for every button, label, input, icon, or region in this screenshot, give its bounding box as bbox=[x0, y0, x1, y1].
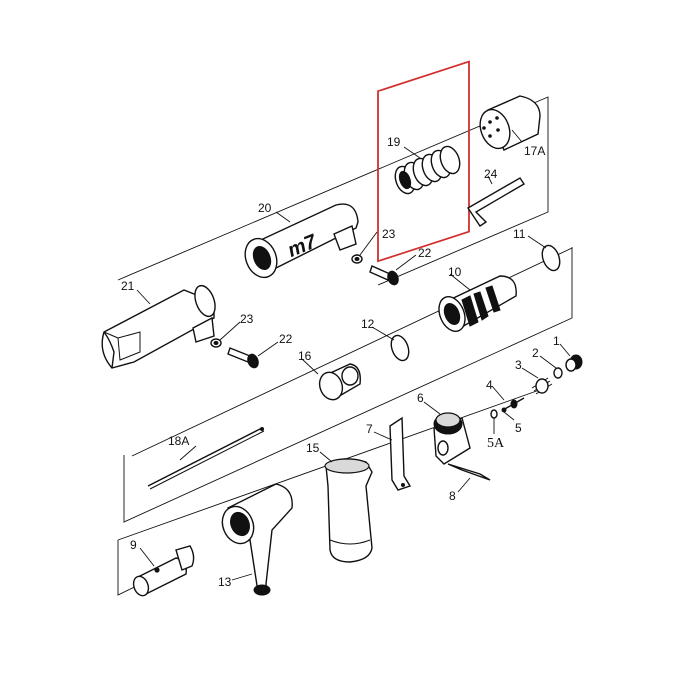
part-7-trigger bbox=[389, 416, 412, 491]
label-1: 1 bbox=[553, 334, 560, 348]
part-1-cap bbox=[565, 354, 583, 372]
part-labels: 19 17A 24 20 21 23 22 23 22 11 10 12 16 … bbox=[121, 135, 560, 589]
part-5a-ring bbox=[490, 409, 498, 419]
label-5: 5 bbox=[515, 421, 522, 435]
label-9: 9 bbox=[130, 538, 137, 552]
label-7: 7 bbox=[366, 422, 373, 436]
label-18a: 18A bbox=[168, 434, 189, 448]
part-3-spring bbox=[531, 377, 553, 395]
label-24: 24 bbox=[484, 167, 498, 181]
label-2: 2 bbox=[532, 346, 539, 360]
part-5-ball bbox=[501, 407, 507, 413]
label-23-lower: 23 bbox=[240, 312, 254, 326]
part-15-grip bbox=[324, 458, 373, 563]
part-23-washer-top bbox=[351, 254, 363, 264]
label-10: 10 bbox=[448, 265, 462, 279]
label-8: 8 bbox=[449, 489, 456, 503]
part-11-o-ring bbox=[541, 244, 561, 272]
part-23-washer-lower bbox=[210, 338, 222, 348]
label-6: 6 bbox=[417, 391, 424, 405]
part-18a-rod bbox=[147, 427, 265, 490]
leader-lines bbox=[136, 129, 571, 581]
label-13: 13 bbox=[218, 575, 232, 589]
label-23-top: 23 bbox=[382, 227, 396, 241]
part-4-pin bbox=[502, 397, 525, 411]
label-11: 11 bbox=[513, 227, 526, 241]
part-2-washer bbox=[553, 367, 563, 379]
highlight-box bbox=[377, 60, 470, 263]
label-4: 4 bbox=[486, 378, 493, 392]
part-24-hex-key bbox=[467, 177, 525, 227]
label-15: 15 bbox=[306, 441, 320, 455]
part-17a-end-cap bbox=[479, 95, 541, 151]
part-9-fitting bbox=[132, 545, 195, 597]
label-3: 3 bbox=[515, 358, 522, 372]
part-22-screw-top bbox=[369, 265, 399, 286]
label-22-top: 22 bbox=[418, 246, 432, 260]
label-17a: 17A bbox=[524, 144, 545, 158]
part-12-o-ring bbox=[390, 334, 410, 362]
part-16-sleeve bbox=[318, 363, 361, 401]
label-5a: 5A bbox=[487, 436, 505, 451]
part-13-handle-housing bbox=[221, 483, 293, 596]
part-20-barrel: m7 bbox=[244, 203, 359, 279]
label-21: 21 bbox=[121, 279, 135, 293]
part-19-spring bbox=[394, 145, 461, 195]
part-22-screw-lower bbox=[227, 347, 259, 369]
part-10-cylinder bbox=[438, 275, 517, 332]
label-19: 19 bbox=[387, 135, 401, 149]
part-21-nozzle-housing bbox=[101, 284, 216, 369]
label-20: 20 bbox=[258, 201, 272, 215]
part-6-valve-body bbox=[433, 412, 491, 481]
label-12: 12 bbox=[361, 317, 375, 331]
label-16: 16 bbox=[298, 349, 312, 363]
label-22-lower: 22 bbox=[279, 332, 293, 346]
